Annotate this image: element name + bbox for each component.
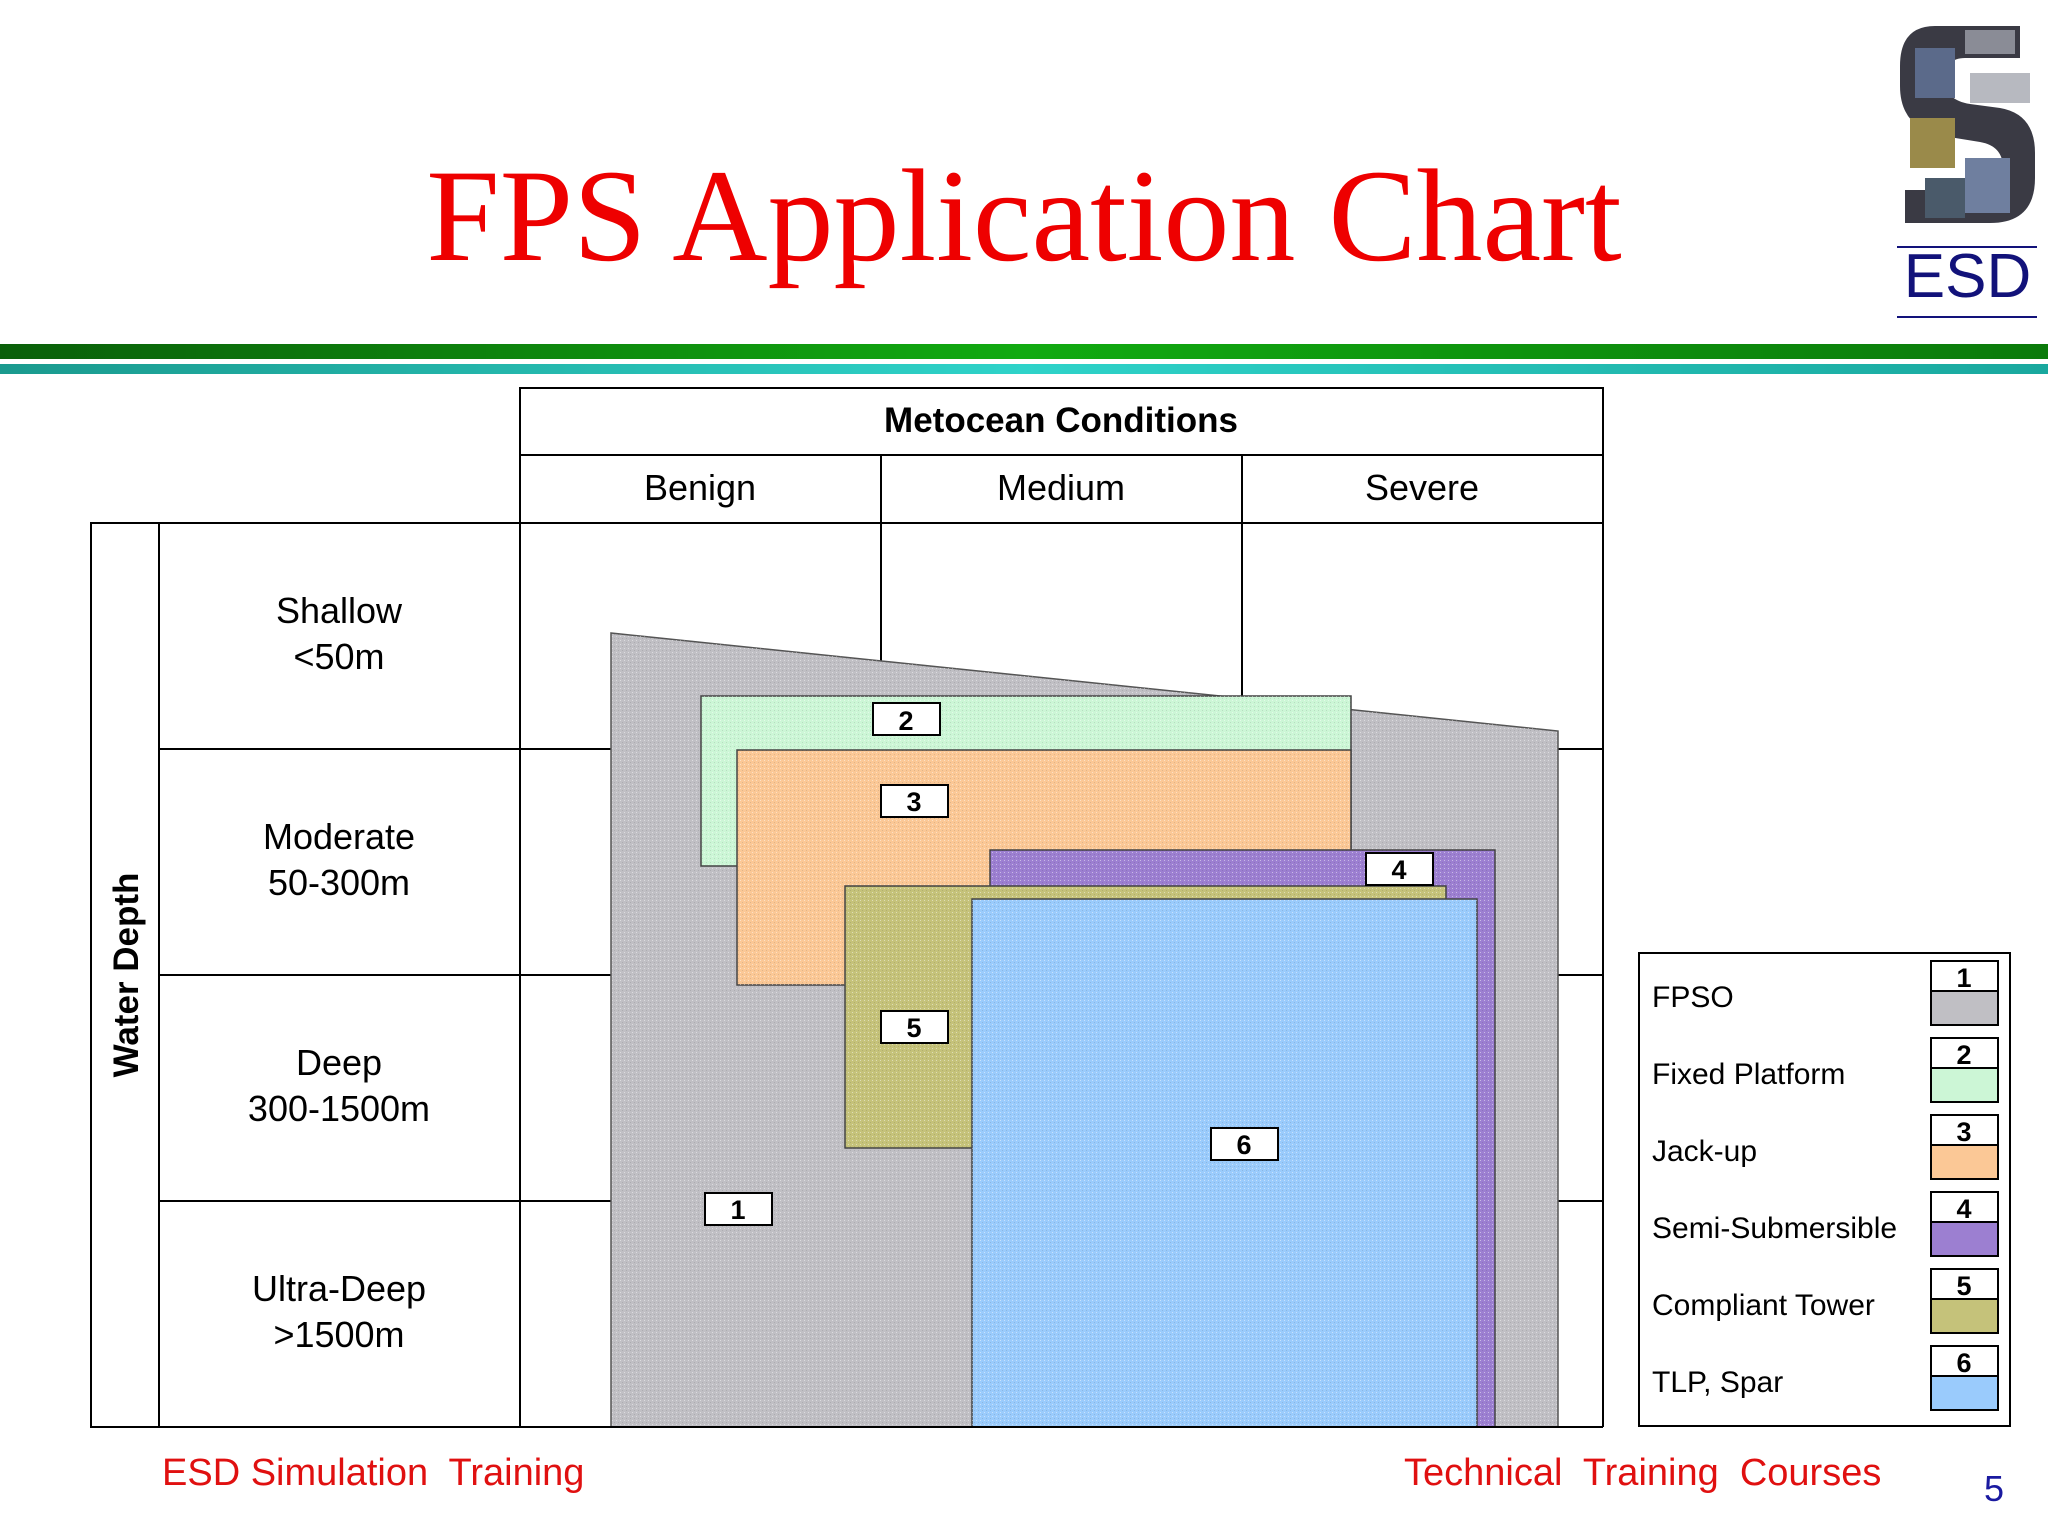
column-label-severe: Severe — [1365, 467, 1479, 508]
region-label-box-4 — [1365, 852, 1434, 886]
region-tlp-spar-texture — [972, 899, 1477, 1427]
legend-swatch-jack-up — [1930, 1144, 1999, 1180]
region-label-5: 5 — [906, 1013, 921, 1043]
legend-num-box-2 — [1930, 1037, 1999, 1069]
row-label-deep: Deep — [296, 1042, 382, 1083]
metocean-header-cell — [519, 387, 1604, 456]
region-label-3: 3 — [906, 787, 921, 817]
region-label-box-2 — [872, 702, 941, 736]
row-range-shallow: <50m — [293, 636, 384, 677]
logo-text: ESD — [1903, 242, 2032, 311]
row-header-cell-moderate — [158, 748, 521, 976]
page-number: 5 — [1984, 1468, 2005, 1509]
row-header-cell-deep — [158, 974, 521, 1202]
row-label-shallow: Shallow — [276, 590, 403, 631]
legend-num-box-4 — [1930, 1191, 1999, 1223]
region-label-4: 4 — [1391, 855, 1406, 885]
region-label-6: 6 — [1236, 1130, 1251, 1160]
legend-swatch-tlp-spar — [1930, 1375, 1999, 1411]
water-depth-cell — [90, 522, 160, 1428]
legend-num-2: 2 — [1956, 1040, 1971, 1070]
row-label-ultra-deep: Ultra-Deep — [252, 1268, 426, 1309]
slide-title: FPS Application Chart — [426, 142, 1622, 289]
metocean-header-text: Metocean Conditions — [884, 401, 1238, 440]
row-range-ultra-deep: >1500m — [273, 1314, 404, 1355]
legend-num-1: 1 — [1956, 963, 1971, 993]
region-label-box-1 — [704, 1192, 773, 1226]
region-label-2: 2 — [898, 706, 913, 736]
legend-name-fixed-platform: Fixed Platform — [1652, 1058, 1845, 1091]
region-label-1: 1 — [730, 1195, 745, 1225]
legend-name-semi-submersible: Semi-Submersible — [1652, 1212, 1897, 1245]
legend-num-6: 6 — [1956, 1348, 1971, 1378]
region-label-box-3 — [880, 784, 949, 818]
column-label-benign: Benign — [644, 467, 756, 508]
column-label-medium: Medium — [997, 467, 1125, 508]
region-label-box-5 — [880, 1010, 949, 1044]
header-green-band — [0, 344, 2048, 359]
legend-name-tlp-spar: TLP, Spar — [1652, 1366, 1783, 1399]
legend-swatch-fpso — [1930, 990, 1999, 1026]
legend-name-fpso: FPSO — [1652, 981, 1734, 1014]
legend-name-jack-up: Jack-up — [1652, 1135, 1757, 1168]
legend-num-3: 3 — [1956, 1117, 1971, 1147]
footer-right-text: Technical Training Courses — [1404, 1452, 1882, 1494]
column-header-cell-severe — [1241, 454, 1604, 524]
frame-lines — [91, 522, 1604, 1428]
column-header-cell-medium — [880, 454, 1243, 524]
region-label-box-6 — [1210, 1127, 1279, 1161]
row-label-moderate: Moderate — [263, 816, 415, 857]
legend-swatch-fixed-platform — [1930, 1067, 1999, 1103]
legend-swatch-semi-submersible — [1930, 1221, 1999, 1257]
row-header-cell-shallow — [158, 522, 521, 750]
esd-logo-icon — [1895, 18, 2040, 228]
legend-num-box-6 — [1930, 1345, 1999, 1377]
legend-num-5: 5 — [1956, 1271, 1971, 1301]
water-depth-label: Water Depth — [107, 873, 146, 1078]
row-header-cell-ultra-deep — [158, 1200, 521, 1428]
footer-left-text: ESD Simulation Training — [162, 1452, 585, 1494]
row-range-moderate: 50-300m — [268, 862, 410, 903]
legend-num-4: 4 — [1956, 1194, 1971, 1224]
logo-rule-bottom — [1897, 316, 2037, 318]
column-header-cell-benign — [519, 454, 882, 524]
row-range-deep: 300-1500m — [248, 1088, 430, 1129]
logo-rule-top — [1897, 246, 2037, 248]
legend-name-compliant-tower: Compliant Tower — [1652, 1289, 1875, 1322]
legend-swatch-compliant-tower — [1930, 1298, 1999, 1334]
header-teal-band — [0, 364, 2048, 374]
